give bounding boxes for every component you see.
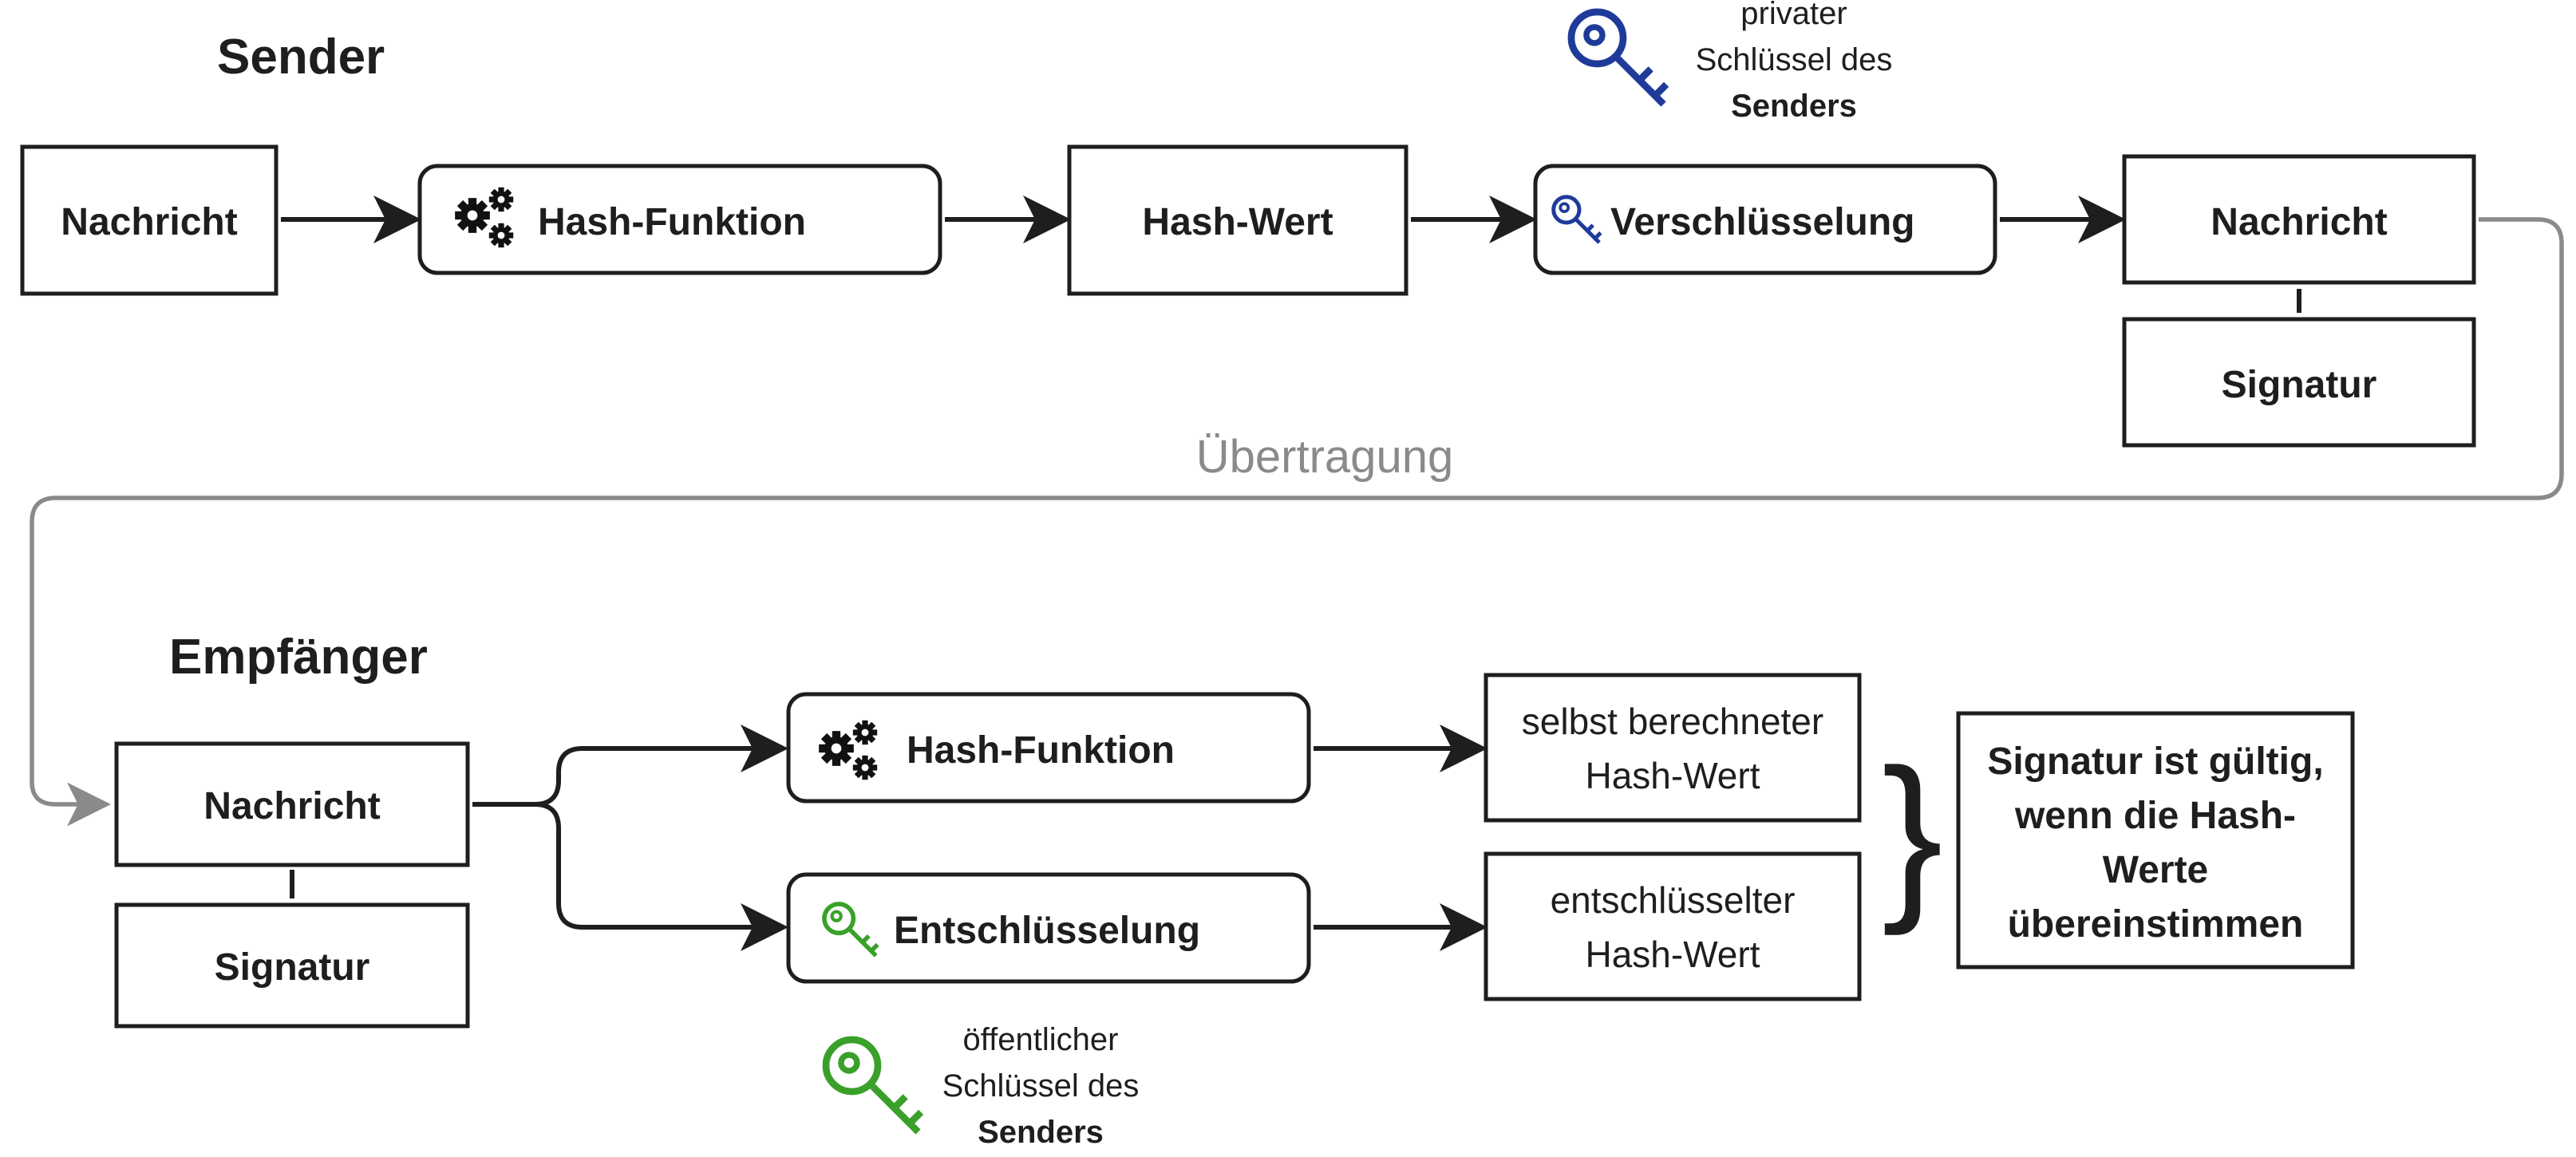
- transmission-label: Übertragung: [1196, 431, 1453, 483]
- result-line4: übereinstimmen: [2008, 903, 2304, 946]
- key-icon: [822, 902, 879, 958]
- key-icon: [1551, 195, 1602, 244]
- receiver-decryption-label: Entschlüsselung: [894, 910, 1200, 952]
- sender-message-box: [20, 144, 279, 296]
- transmission-path: [30, 217, 2564, 827]
- sender-heading: Sender: [217, 30, 385, 85]
- arrow-to-decryption: [534, 802, 788, 951]
- receiver-signature-box: [114, 902, 470, 1029]
- receiver-hash-function-box: [786, 692, 1311, 804]
- receiver-message-box: [114, 741, 470, 867]
- result-line3: Werte: [2103, 849, 2209, 891]
- public-key-caption-line2: Schlüssel des: [942, 1068, 1140, 1104]
- decrypted-hash-line1: entschlüsselter: [1551, 879, 1796, 921]
- sender-result-signature-label: Signatur: [2222, 364, 2377, 406]
- key-icon: [822, 1036, 924, 1135]
- sender-encryption-box: [1533, 164, 1997, 275]
- computed-hash-box: [1484, 673, 1862, 823]
- decrypted-hash-line2: Hash-Wert: [1586, 934, 1760, 975]
- public-key-caption-line3: Senders: [978, 1115, 1104, 1150]
- result-box: [1956, 711, 2355, 969]
- receiver-heading: Empfänger: [169, 630, 428, 685]
- sender-hash-value-box: [1067, 144, 1409, 296]
- sender-encryption-label: Verschlüsselung: [1610, 201, 1915, 243]
- result-line1: Signatur ist gültig,: [1987, 740, 2323, 783]
- computed-hash-line1: selbst berechneter: [1522, 701, 1823, 742]
- arrow-to-receiver-hash: [472, 725, 788, 807]
- sender-hash-value-label: Hash-Wert: [1142, 201, 1333, 243]
- private-key-caption-line2: Schlüssel des: [1696, 42, 1893, 77]
- receiver-message-label: Nachricht: [203, 785, 380, 827]
- decrypted-hash-box: [1484, 851, 1862, 1001]
- sender-result-message-box: [2122, 154, 2476, 285]
- sender-message-label: Nachricht: [61, 201, 237, 243]
- private-key-caption-line3: Senders: [1731, 89, 1857, 124]
- sender-result-signature-box: [2122, 317, 2476, 448]
- receiver-decryption-box: [786, 872, 1311, 984]
- receiver-signature-label: Signatur: [215, 946, 370, 989]
- computed-hash-line2: Hash-Wert: [1586, 755, 1760, 796]
- sender-hash-function-label: Hash-Funktion: [538, 201, 806, 243]
- brace: }: [1882, 731, 1943, 936]
- receiver-hash-function-label: Hash-Funktion: [907, 729, 1175, 772]
- result-line2: wenn die Hash-: [2014, 795, 2296, 837]
- private-key-caption-line1: privater: [1740, 0, 1847, 31]
- key-icon: [1567, 8, 1669, 107]
- sender-hash-function-box: [417, 164, 942, 275]
- sender-result-message-label: Nachricht: [2211, 201, 2387, 243]
- public-key-caption-line1: öffentlicher: [963, 1022, 1119, 1057]
